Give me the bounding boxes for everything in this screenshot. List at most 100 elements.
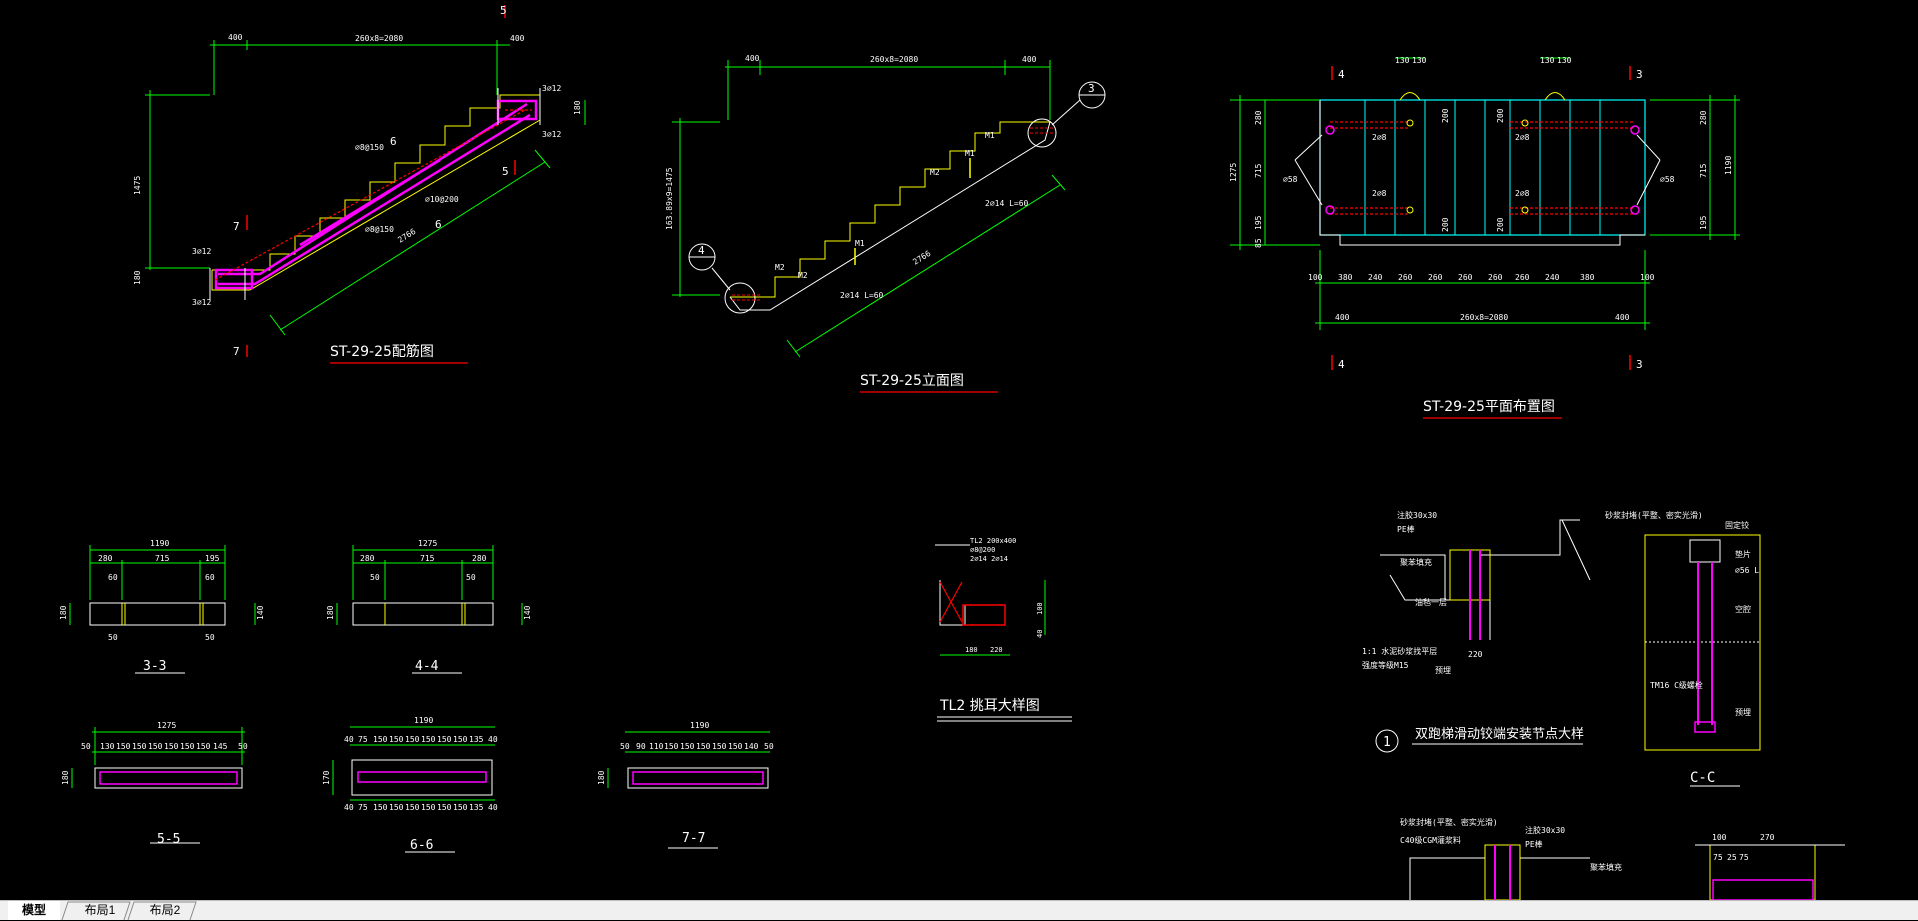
node1-label-5: 1:1 水泥砂浆找平层 [1362, 646, 1437, 656]
tab-layout1[interactable]: 布局1 [84, 903, 116, 917]
sec77-d10: 50 [764, 742, 774, 751]
cc-label-4: ⌀56 L [1735, 566, 1759, 575]
sec55-d8: 150 [196, 742, 211, 751]
node1-label-3: 聚苯填充 [1400, 557, 1432, 567]
node2-dim-5: 75 [1739, 853, 1749, 862]
sec55-d5: 150 [148, 742, 163, 751]
elev-mark-m4: M2 [930, 168, 940, 177]
sec66-b2: 75 [358, 803, 368, 812]
sec55-d6: 150 [164, 742, 179, 751]
cad-drawing-svg[interactable]: 400 260x8=2080 400 1475 180 180 2766 3⌀1… [0, 0, 1918, 900]
cc-label-1: 砂浆封堵(平整、密实光滑) [1605, 510, 1703, 520]
section-5-5 [71, 727, 245, 844]
plan-total-right: 400 [1615, 313, 1630, 322]
reinf-mark-s6a: 6 [390, 135, 397, 148]
node2-label-2: C40级CGM灌浆料 [1400, 835, 1461, 845]
tl2-dim-2: 220 [990, 646, 1003, 654]
node2-label-4: PE棒 [1525, 839, 1543, 849]
elev-dim-left: 400 [745, 54, 760, 63]
plan-label-4: 2⌀8 [1515, 189, 1530, 198]
plan-bot-dim-3: 240 [1368, 273, 1383, 282]
reinf-dim-slope: 2766 [396, 227, 417, 245]
tab-model[interactable]: 模型 [8, 901, 60, 920]
plan-bot-dim-8: 260 [1515, 273, 1530, 282]
elev-dim-right: 400 [1022, 55, 1037, 64]
tl2-note-1: TL2 200x400 [970, 537, 1016, 545]
sec66-t2: 75 [358, 735, 368, 744]
sec33-total: 1190 [150, 539, 169, 548]
sec55-title: 5-5 [157, 832, 180, 847]
node1-label-1: 注胶30x30 [1397, 510, 1437, 520]
sec77-d5: 150 [680, 742, 695, 751]
reinf-rebar-4: 3⌀12 [192, 298, 211, 307]
node2-dim-1: 100 [1712, 833, 1727, 842]
tl2-side-1: 100 [1036, 602, 1044, 615]
sec66-t9: 135 [469, 735, 484, 744]
tl2-detail [935, 544, 1072, 722]
sec77-h: 180 [597, 770, 606, 785]
plan-bot-dim-11: 100 [1640, 273, 1655, 282]
sec55-d10: 50 [238, 742, 248, 751]
sec33-r: 140 [256, 605, 265, 620]
elev-note-n2: 2⌀14 L=60 [985, 199, 1029, 208]
plan-v200-d: 200 [1496, 217, 1505, 232]
tl2-side-2: 40 [1036, 630, 1044, 638]
elevation-title: ST-29-25立面图 [860, 373, 964, 389]
node1-label-4: 油毡一层 [1415, 597, 1447, 607]
elevation-drawing [672, 60, 1106, 358]
sec77-d8: 150 [728, 742, 743, 751]
sec44-sub-1: 50 [370, 573, 380, 582]
plan-bot-dim-4: 260 [1398, 273, 1413, 282]
reinf-bar-3: ⌀8@150 [365, 225, 394, 234]
elev-mark-m3: M1 [965, 149, 975, 158]
section-3-3 [69, 545, 256, 674]
sec44-total: 1275 [418, 539, 437, 548]
sec66-b4: 150 [389, 803, 404, 812]
cc-label-5: 空腔 [1735, 604, 1751, 614]
plan-top-dim-4: 130 [1557, 56, 1572, 65]
plan-left-dim-3: 715 [1254, 163, 1263, 178]
sec66-t7: 150 [437, 735, 452, 744]
reinf-mark-s6b: 6 [435, 218, 442, 231]
plan-right-dim-2: 715 [1699, 163, 1708, 178]
sec66-b3: 150 [373, 803, 388, 812]
sec77-d7: 150 [712, 742, 727, 751]
cad-model-space[interactable]: 400 260x8=2080 400 1475 180 180 2766 3⌀1… [0, 0, 1918, 900]
plan-right-dim-3: 195 [1699, 215, 1708, 230]
sec77-d3: 110 [649, 742, 664, 751]
sec44-dim-1: 280 [360, 554, 375, 563]
reinf-dim-side-a: 180 [573, 100, 582, 115]
sec55-d1: 50 [81, 742, 91, 751]
reinf-bar-1: ⌀8@150 [355, 143, 384, 152]
plan-label-2: 2⌀8 [1372, 189, 1387, 198]
plan-v200-c: 200 [1496, 108, 1505, 123]
reinf-rebar-3: 3⌀12 [192, 247, 211, 256]
sec33-bot-1: 50 [108, 633, 118, 642]
sec66-t6: 150 [421, 735, 436, 744]
reinf-bar-2: ⌀10@200 [425, 195, 459, 204]
plan-hole-right: ⌀58 [1660, 175, 1675, 184]
sec66-t4: 150 [389, 735, 404, 744]
plan-right-dim-1: 280 [1699, 110, 1708, 125]
node2-label-3: 注胶30x30 [1525, 825, 1565, 835]
cc-label-2: 固定铰 [1725, 520, 1749, 530]
reinforcement-title: ST-29-25配筋图 [330, 343, 434, 360]
plan-bot-dim-6: 260 [1458, 273, 1473, 282]
sec66-b9: 135 [469, 803, 484, 812]
sec33-dim-2: 715 [155, 554, 170, 563]
sec66-t8: 150 [453, 735, 468, 744]
node2-label-5: 聚苯填充 [1590, 862, 1622, 872]
sec77-d6: 150 [696, 742, 711, 751]
plan-top-dim-1: 130 [1395, 56, 1410, 65]
node1-label-8: 220 [1468, 650, 1483, 659]
sec55-d3: 150 [116, 742, 131, 751]
plan-drawing [1230, 57, 1740, 370]
plan-label-3: 2⌀8 [1515, 133, 1530, 142]
node1-label-2: PE棒 [1397, 524, 1415, 534]
sec33-dim-3: 195 [205, 554, 220, 563]
reinf-rebar-2: 3⌀12 [542, 130, 561, 139]
tab-layout2[interactable]: 布局2 [149, 903, 181, 917]
sec66-h: 170 [322, 770, 331, 785]
sec55-d7: 150 [180, 742, 195, 751]
reinf-dim-mid: 260x8=2080 [355, 34, 403, 43]
